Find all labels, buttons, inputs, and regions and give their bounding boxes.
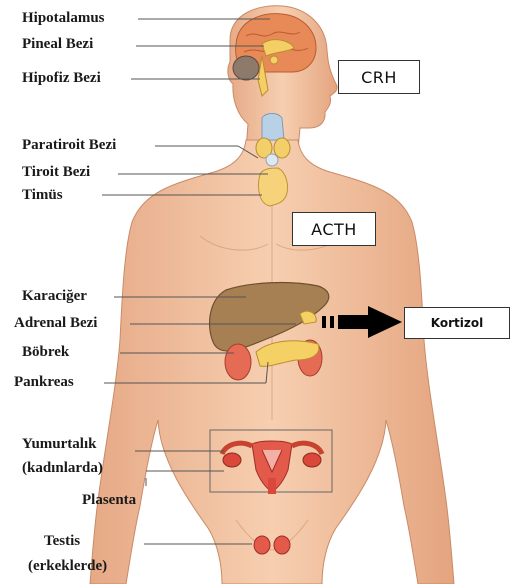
label-plasenta: Plasenta	[82, 492, 136, 509]
label-pineal-bezi: Pineal Bezi	[22, 36, 93, 53]
label-erkeklerde: (erkeklerde)	[28, 558, 107, 575]
label-timus: Timüs	[22, 187, 63, 204]
label-paratiroit-bezi: Paratiroit Bezi	[22, 137, 116, 154]
label-bobrek: Böbrek	[22, 344, 69, 361]
label-tiroit-bezi: Tiroit Bezi	[22, 164, 90, 181]
kortizol-box: Kortizol	[404, 307, 510, 339]
label-adrenal-bezi: Adrenal Bezi	[14, 315, 97, 332]
crh-box: CRH	[338, 60, 420, 94]
label-yumurtalik: Yumurtalık	[22, 436, 96, 453]
label-karaciger: Karaciğer	[22, 288, 87, 305]
acth-box: ACTH	[292, 212, 376, 246]
label-hipofiz-bezi: Hipofiz Bezi	[22, 70, 101, 87]
label-hipotalamus: Hipotalamus	[22, 10, 105, 27]
label-testis: Testis	[44, 533, 80, 550]
label-kadinlarda: (kadınlarda)	[22, 460, 103, 477]
label-pankreas: Pankreas	[14, 374, 74, 391]
